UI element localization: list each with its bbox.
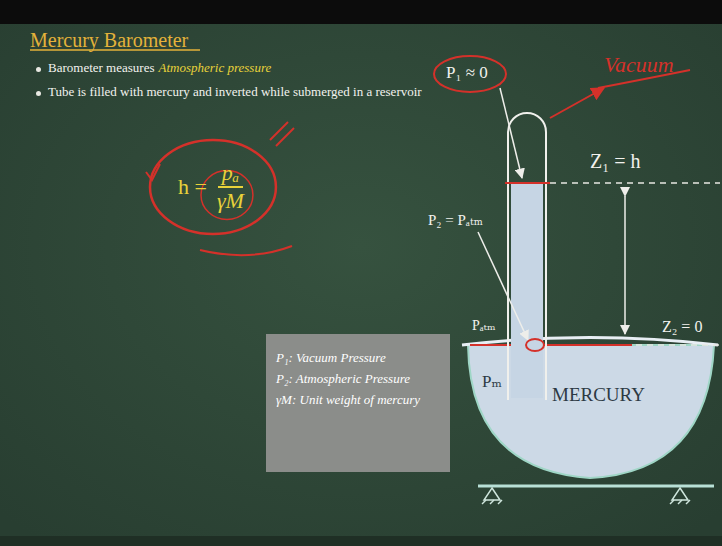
top-bar	[0, 0, 722, 24]
datum-line	[550, 182, 720, 184]
datum-line	[636, 344, 720, 346]
highlight-circle	[526, 339, 544, 351]
formula-text: pₐ	[218, 160, 243, 188]
fluid-name: MERCURY	[552, 384, 645, 406]
board-edge	[0, 536, 722, 546]
column-top-mark	[505, 182, 550, 184]
mercury-surface	[462, 338, 718, 346]
leader-line	[500, 88, 522, 178]
slide-title: Mercury Barometer	[30, 29, 188, 52]
annotation: Vacuum	[604, 52, 674, 77]
bullet-text: Barometer measures	[48, 61, 154, 76]
elevation-label: Z₂ = 0	[662, 318, 702, 336]
bullet-dot	[36, 67, 41, 72]
mercury-column	[511, 183, 543, 398]
surface-mark	[470, 344, 632, 346]
elevation-label: Z₁ = h	[590, 150, 640, 173]
bullet-text: Tube is filled with mercury and inverted…	[48, 85, 422, 100]
bullet-emphasis: Atmospheric pressure	[158, 61, 271, 76]
formula-circle: h =pₐγM	[148, 138, 278, 236]
definition-text: P₂: Atmospheric Pressure	[276, 371, 436, 387]
fraction: pₐγM	[213, 160, 248, 214]
circle-outline	[148, 138, 278, 236]
highlight-circle	[434, 56, 506, 92]
pressure-label: Pₘ	[482, 372, 502, 392]
legend-panel: P₁: Vacuum PressureP₂: Atmospheric Press…	[266, 334, 450, 472]
definition-text: γM: Unit weight of mercury	[276, 392, 436, 408]
support-symbol	[482, 488, 690, 504]
check-mark	[146, 122, 294, 255]
pressure-label: P₁ ≈ 0	[446, 63, 488, 83]
height-arrow	[624, 196, 626, 334]
leader-line	[550, 88, 604, 118]
ground-line	[478, 485, 714, 488]
mercury-reservoir	[468, 345, 714, 478]
bullet-dot	[36, 91, 41, 96]
pressure-label: Pₐₜₘ	[472, 318, 496, 334]
definition-text: P₁: Vacuum Pressure	[276, 350, 436, 366]
formula-text: h =	[178, 174, 207, 200]
pressure-label: P₂ = Pₐₜₘ	[428, 212, 483, 229]
formula-text: γM	[213, 188, 248, 214]
glass-tube	[508, 113, 546, 400]
circle-outline	[150, 140, 276, 234]
